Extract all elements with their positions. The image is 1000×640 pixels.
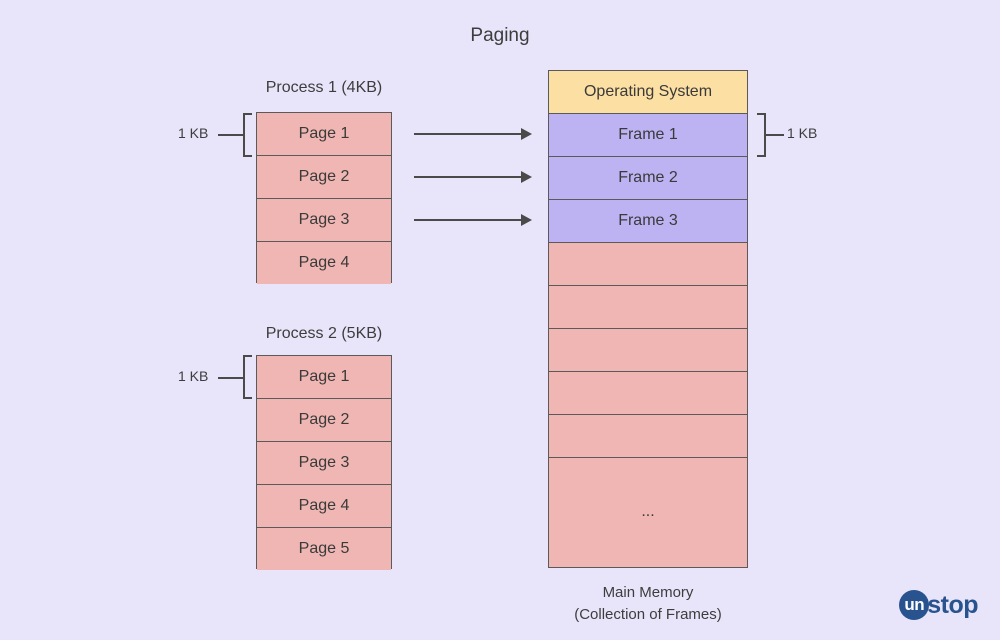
process2-page-5: Page 5 bbox=[257, 528, 391, 570]
memory-block-label: Frame 2 bbox=[618, 169, 678, 186]
process1-size-label: 1 KB bbox=[178, 125, 209, 141]
unstop-logo-mark: un bbox=[899, 590, 930, 620]
memory-block-label: Frame 3 bbox=[618, 212, 678, 229]
memory-block-6 bbox=[549, 286, 747, 329]
unstop-logo-text: stop bbox=[927, 590, 978, 619]
process1-page-1: Page 1 bbox=[257, 113, 391, 156]
memory-size-bracket bbox=[757, 113, 766, 157]
process1-page-stack: Page 1 Page 2 Page 3 Page 4 bbox=[256, 112, 392, 284]
arrow-head bbox=[521, 214, 532, 226]
memory-block-label: Operating System bbox=[583, 83, 713, 100]
memory-block-2: Frame 1 bbox=[549, 114, 747, 157]
arrow-page1-to-frame1 bbox=[414, 128, 532, 140]
process1-size-bracket bbox=[243, 113, 252, 157]
process2-page-3: Page 3 bbox=[257, 442, 391, 485]
arrow-shaft bbox=[414, 176, 521, 178]
process1-page-3: Page 3 bbox=[257, 199, 391, 242]
arrow-shaft bbox=[414, 133, 521, 135]
main-memory-caption: Main Memory (Collection of Frames) bbox=[523, 582, 773, 626]
process2-page-label: Page 2 bbox=[298, 411, 350, 428]
process1-size-tick bbox=[218, 134, 244, 136]
process2-page-2: Page 2 bbox=[257, 399, 391, 442]
process2-page-label: Page 3 bbox=[298, 454, 350, 471]
process1-page-2: Page 2 bbox=[257, 156, 391, 199]
process1-page-label: Page 3 bbox=[298, 211, 350, 228]
memory-block-label: Frame 1 bbox=[618, 126, 678, 143]
process1-page-4: Page 4 bbox=[257, 242, 391, 284]
memory-block-4: Frame 3 bbox=[549, 200, 747, 243]
arrow-shaft bbox=[414, 219, 521, 221]
arrow-page3-to-frame3 bbox=[414, 214, 532, 226]
process2-page-1: Page 1 bbox=[257, 356, 391, 399]
memory-block-10: ... bbox=[549, 458, 747, 566]
unstop-logo[interactable]: un stop bbox=[899, 588, 978, 622]
arrow-page2-to-frame2 bbox=[414, 171, 532, 183]
memory-block-7 bbox=[549, 329, 747, 372]
process2-size-label: 1 KB bbox=[178, 368, 209, 384]
process1-page-label: Page 4 bbox=[298, 254, 350, 271]
process2-page-4: Page 4 bbox=[257, 485, 391, 528]
process2-page-stack: Page 1 Page 2 Page 3 Page 4 Page 5 bbox=[256, 355, 392, 570]
process1-page-label: Page 1 bbox=[298, 125, 350, 142]
process2-page-label: Page 4 bbox=[298, 497, 350, 514]
process2-size-tick bbox=[218, 377, 244, 379]
memory-block-5 bbox=[549, 243, 747, 286]
arrow-head bbox=[521, 128, 532, 140]
memory-block-1: Operating System bbox=[549, 71, 747, 114]
main-memory-caption-line1: Main Memory bbox=[602, 584, 694, 601]
process2-page-label: Page 5 bbox=[298, 540, 350, 557]
process1-label: Process 1 (4KB) bbox=[265, 79, 383, 96]
memory-block-3: Frame 2 bbox=[549, 157, 747, 200]
page-title: Paging bbox=[470, 25, 530, 46]
main-memory-caption-line2: (Collection of Frames) bbox=[574, 605, 722, 623]
arrow-head bbox=[521, 171, 532, 183]
process1-page-label: Page 2 bbox=[298, 168, 350, 185]
process2-size-bracket bbox=[243, 355, 252, 399]
memory-block-8 bbox=[549, 372, 747, 415]
memory-size-tick bbox=[766, 134, 784, 136]
process2-label: Process 2 (5KB) bbox=[265, 325, 383, 342]
memory-size-label: 1 KB bbox=[787, 125, 818, 141]
process2-page-label: Page 1 bbox=[298, 368, 350, 385]
memory-block-label: ... bbox=[641, 503, 655, 520]
memory-block-9 bbox=[549, 415, 747, 458]
